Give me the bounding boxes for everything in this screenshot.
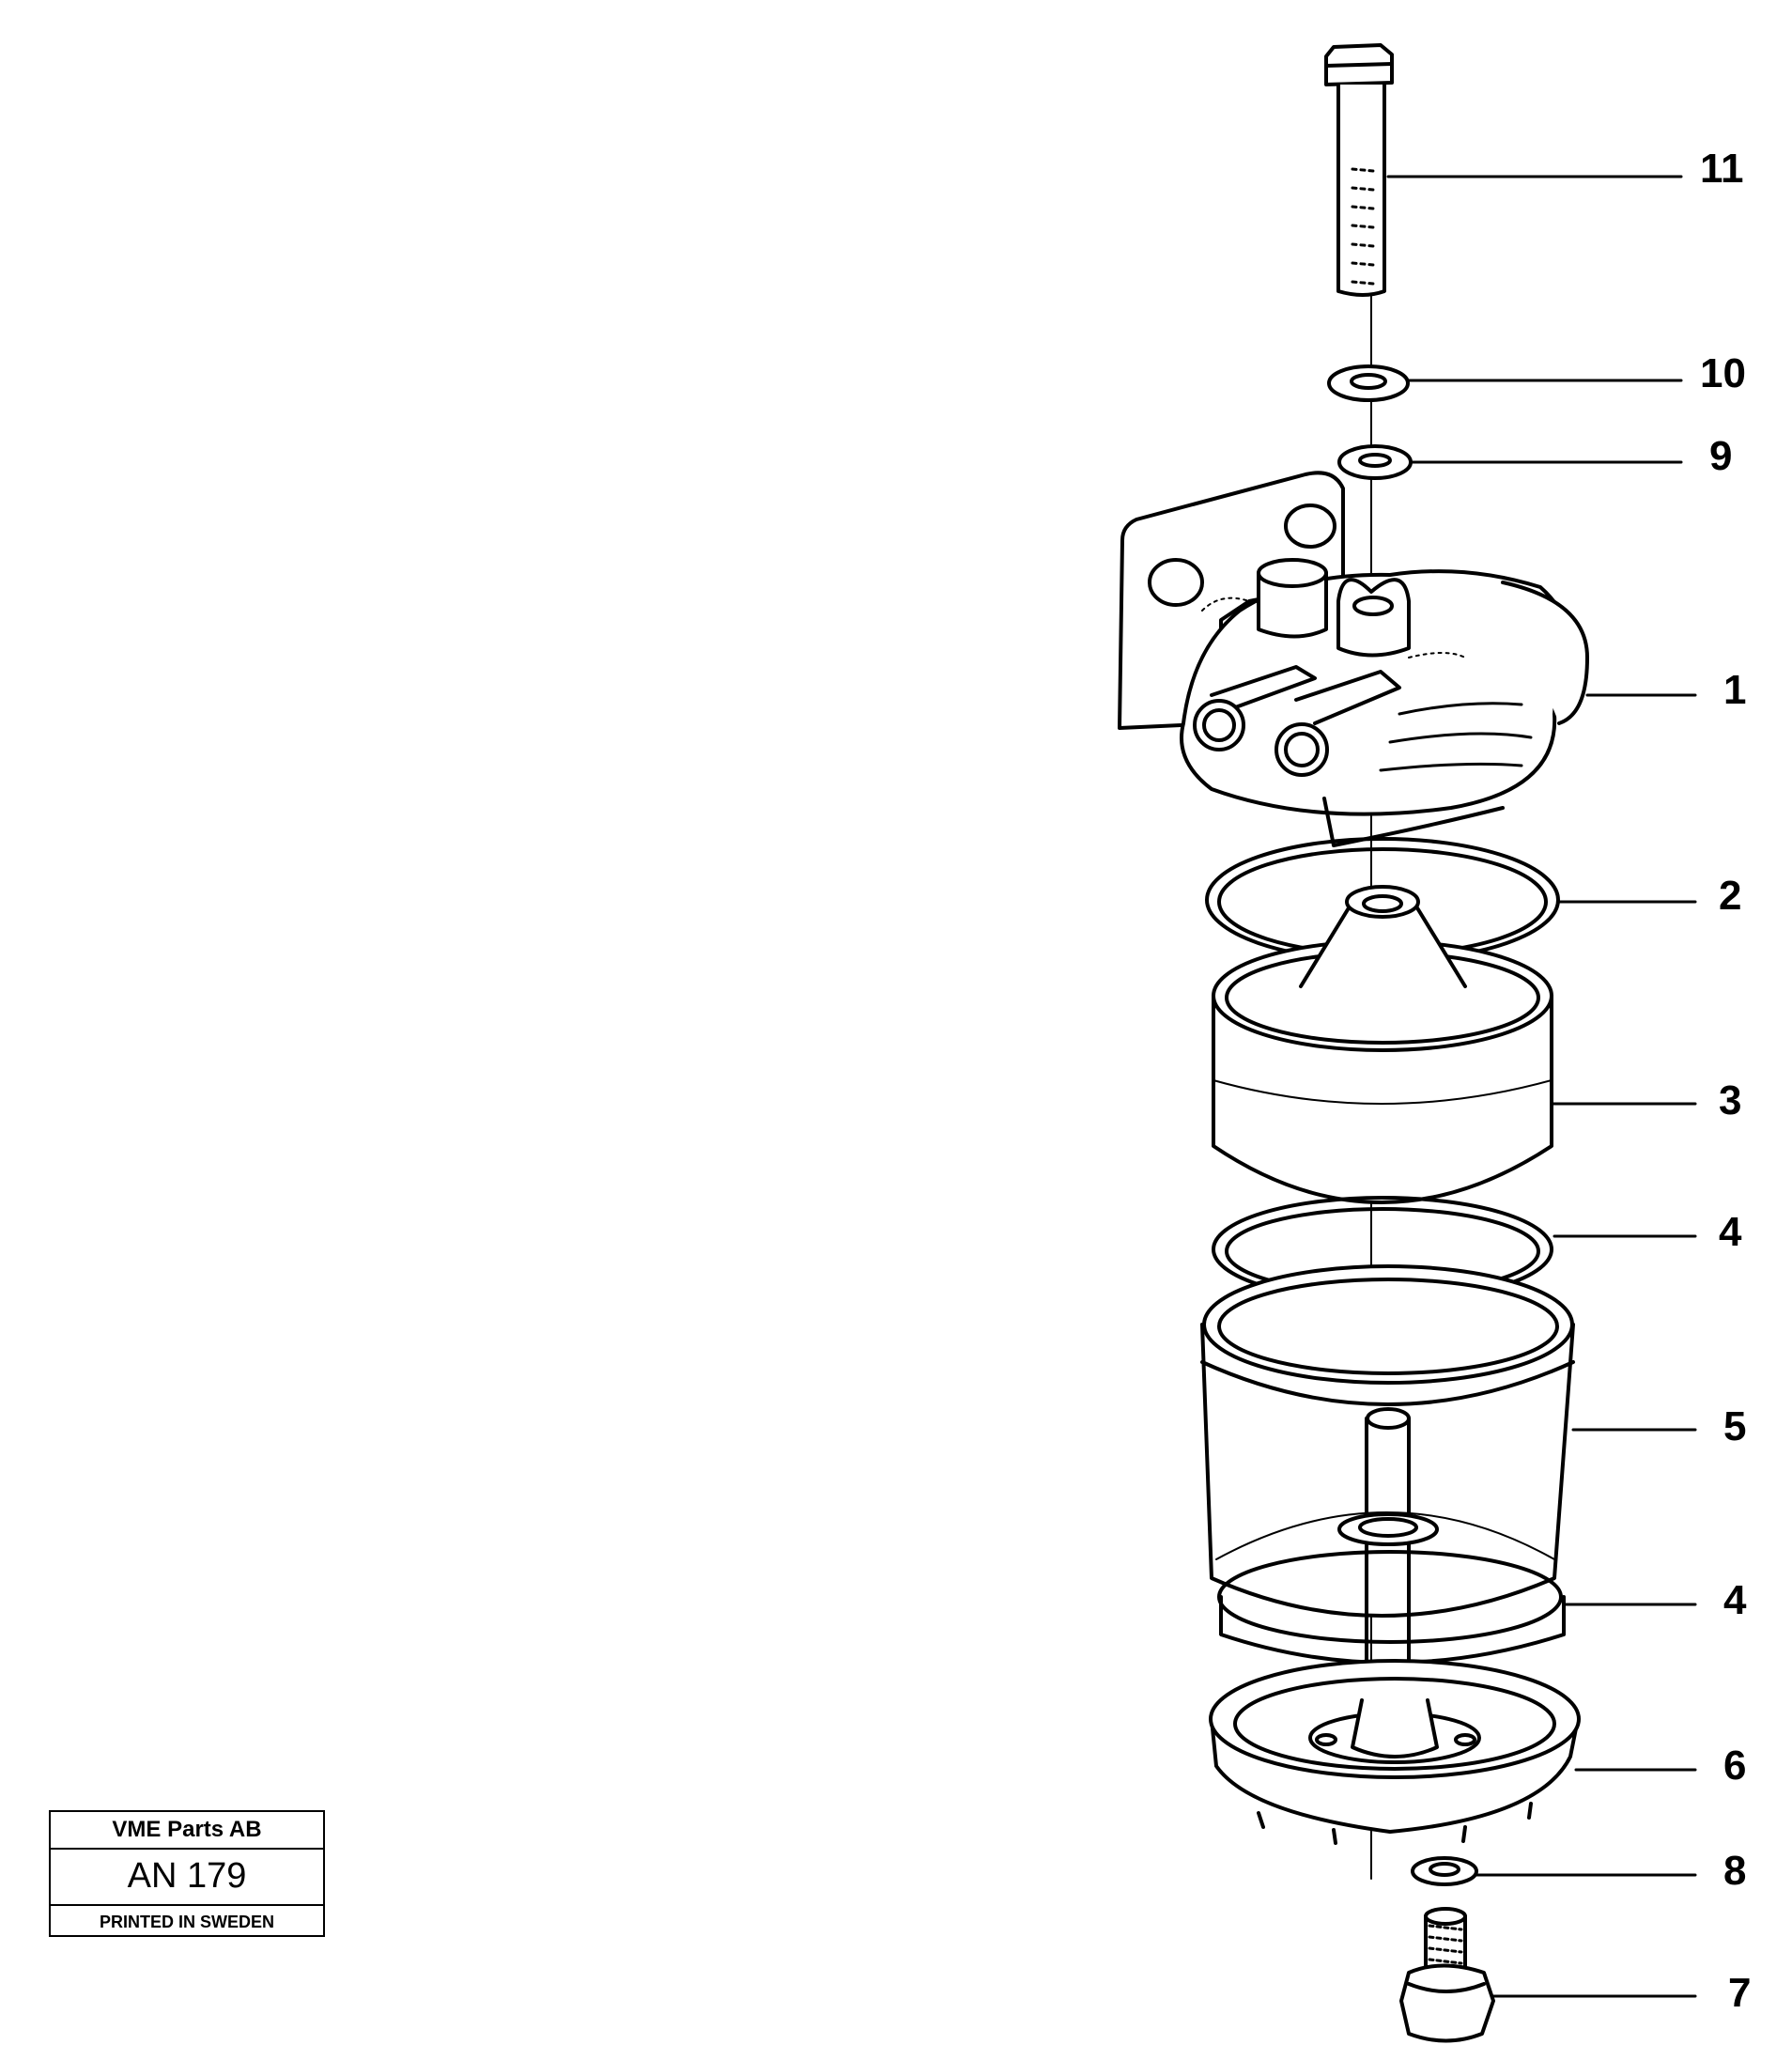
callout-9: 9 xyxy=(1709,433,1733,479)
filter-element-icon xyxy=(1212,885,1553,1204)
callout-1: 1 xyxy=(1723,667,1747,713)
bowl-icon xyxy=(1200,1264,1575,1693)
bolt-icon xyxy=(1324,43,1394,297)
callout-7: 7 xyxy=(1728,1970,1752,2016)
filter-head-icon xyxy=(1118,471,1589,847)
bottom-cover-icon xyxy=(1209,1659,1581,1845)
callout-5: 5 xyxy=(1723,1403,1747,1449)
callout-10: 10 xyxy=(1700,350,1746,396)
printed-note: PRINTED IN SWEDEN xyxy=(51,1904,323,1939)
callout-2: 2 xyxy=(1719,873,1742,919)
callout-leaders xyxy=(1386,175,1697,1998)
washer-icon xyxy=(1337,444,1413,480)
callout-4-lower: 4 xyxy=(1723,1577,1747,1623)
drawing-code: AN 179 xyxy=(127,1856,247,1896)
callout-8: 8 xyxy=(1723,1848,1747,1894)
drain-plug-icon xyxy=(1399,1907,1495,2043)
callout-4-upper: 4 xyxy=(1719,1209,1742,1255)
washer-icon xyxy=(1411,1856,1478,1886)
callout-11: 11 xyxy=(1700,146,1744,192)
washer-icon xyxy=(1327,364,1410,402)
title-block: VME Parts AB AN 179 PRINTED IN SWEDEN xyxy=(49,1810,325,1937)
callout-3: 3 xyxy=(1719,1077,1742,1123)
company-name: VME Parts AB xyxy=(51,1812,323,1850)
callout-6: 6 xyxy=(1723,1743,1747,1789)
